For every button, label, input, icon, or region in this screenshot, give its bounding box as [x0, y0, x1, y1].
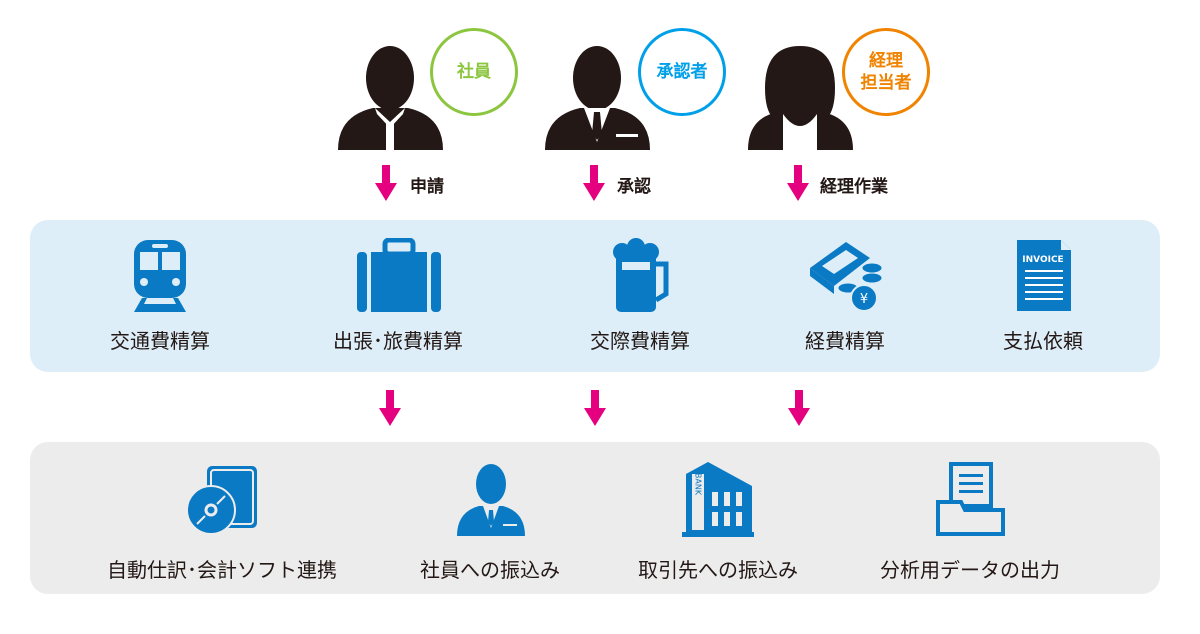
action-label-apply: 申請: [410, 177, 444, 197]
svg-text:¥: ¥: [860, 292, 868, 307]
down-arrow-icon: [788, 390, 810, 426]
down-arrow-icon: [787, 165, 809, 201]
expense-type-transport: 交通費精算: [110, 329, 210, 353]
employee-person-icon: [338, 46, 443, 150]
role-badge-accountant: 経理担当者: [842, 28, 930, 116]
bank-building-icon: BANK: [682, 462, 754, 537]
expense-type-general: 経費精算: [805, 329, 885, 353]
down-arrow-icon: [375, 165, 397, 201]
suitcase-icon: [357, 238, 441, 312]
accountant-person-icon: [748, 46, 853, 150]
invoice-document-icon: INVOICE: [1017, 240, 1071, 311]
employee-payment-person-icon: [457, 464, 525, 536]
output-analysis-data: 分析用データの出力: [880, 558, 1060, 582]
software-disc-icon: [186, 466, 257, 535]
expense-type-entertainment: 交際費精算: [590, 329, 690, 353]
action-label-approve: 承認: [617, 177, 651, 197]
down-arrow-icon: [584, 390, 606, 426]
down-arrow-icon: [583, 165, 605, 201]
expense-types-panel: [30, 220, 1160, 372]
output-accounting-software: 自動仕訳･会計ソフト連携: [107, 558, 337, 582]
approver-person-icon: [545, 46, 650, 150]
train-icon: [134, 240, 186, 312]
expense-type-travel: 出張･旅費精算: [333, 329, 463, 353]
output-vendor-transfer: 取引先への振込み: [638, 558, 798, 582]
beer-mug-icon: [613, 238, 669, 312]
role-badge-employee: 社員: [430, 28, 518, 116]
output-employee-transfer: 社員への振込み: [420, 558, 560, 582]
bank-text: BANK: [694, 473, 703, 496]
data-folder-icon: [936, 462, 1005, 536]
down-arrow-icon: [379, 390, 401, 426]
role-badge-approver: 承認者: [638, 28, 726, 116]
expense-type-payment-request: 支払依頼: [1003, 329, 1083, 353]
money-coins-icon: ¥: [810, 242, 883, 312]
action-label-accounting: 経理作業: [820, 177, 888, 197]
invoice-text: INVOICE: [1022, 255, 1063, 265]
